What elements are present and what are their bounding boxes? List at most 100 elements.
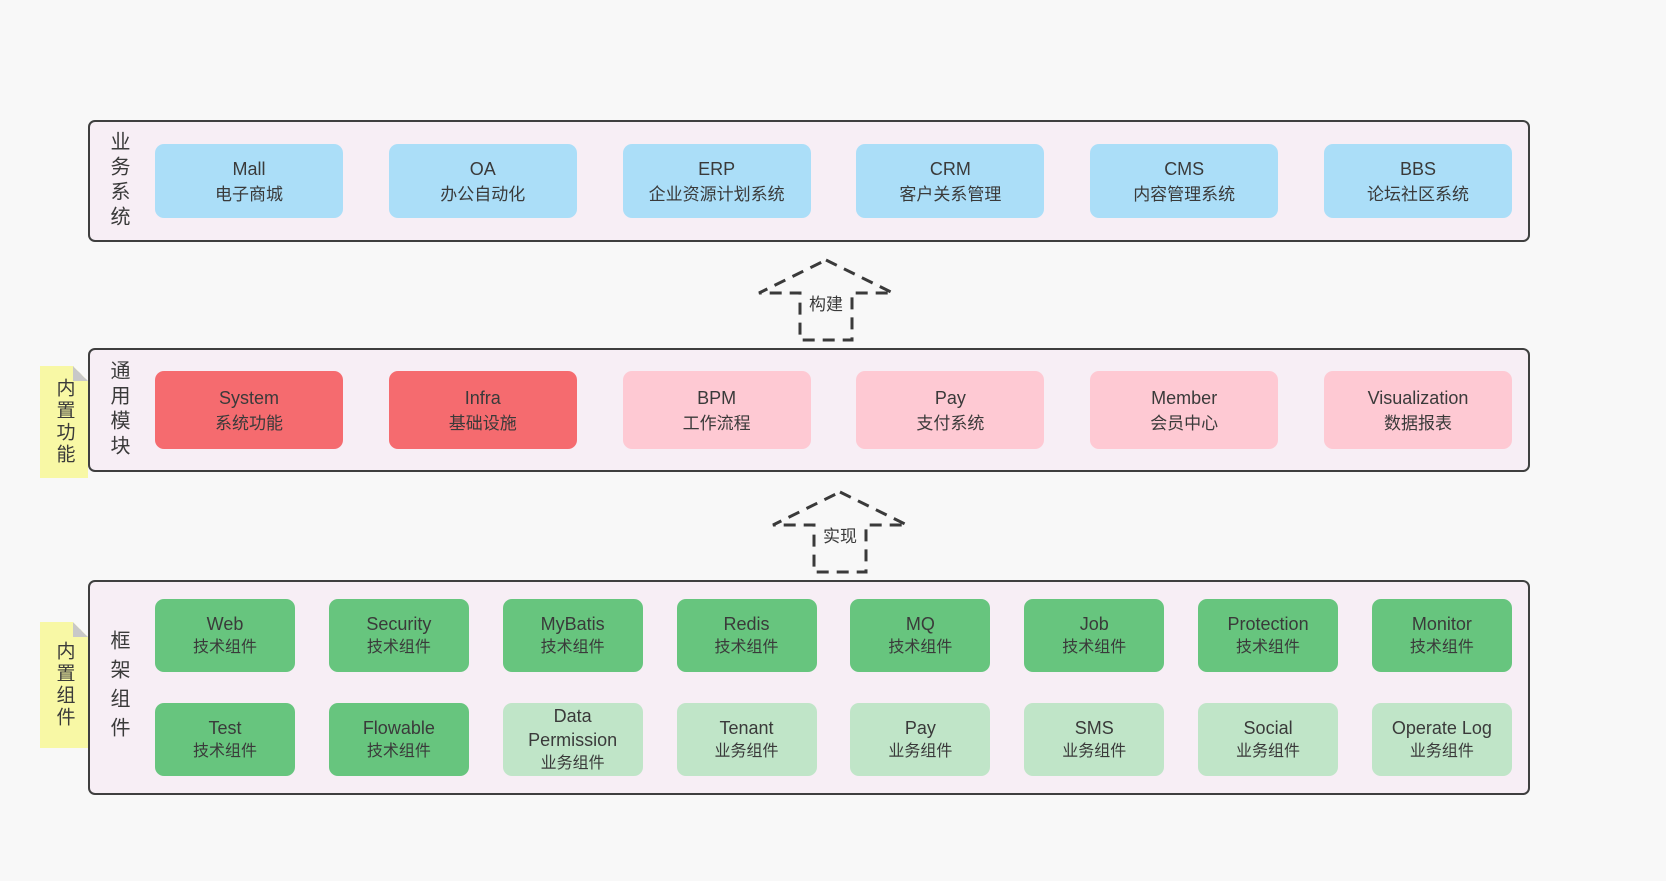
box-title: OA <box>469 158 496 179</box>
box-subtitle: 技术组件 <box>192 742 257 760</box>
box-social: Social 业务组件 <box>1198 703 1339 776</box>
box-bbs: BBS 论坛社区系统 <box>1323 144 1512 218</box>
box-crm: CRM 客户关系管理 <box>856 144 1045 218</box>
box-mq: MQ 技术组件 <box>850 599 991 672</box>
box-operate-log: Operate Log 业务组件 <box>1371 703 1512 776</box>
box-title: System <box>218 387 279 408</box>
implement-arrow-label: 实现 <box>819 522 861 547</box>
dashed-up-arrow-icon <box>772 490 908 574</box>
box-title: Pay <box>904 717 936 738</box>
box-title: ERP <box>698 158 736 179</box>
box-mall: Mall 电子商城 <box>155 144 343 218</box>
box-title: CMS <box>1164 158 1205 179</box>
box-title: SMS <box>1074 717 1114 738</box>
folded-corner-icon <box>73 366 88 381</box>
box-title: Tenant <box>719 717 774 738</box>
business-boxes: Mall 电子商城 OA 办公自动化 ERP 企业资源计划系统 CRM 客户关系… <box>155 144 1512 218</box>
box-subtitle: 数据报表 <box>1383 413 1452 433</box>
box-title: Monitor <box>1411 613 1472 634</box>
box-title: Visualization <box>1367 387 1469 408</box>
box-tenant: Tenant 业务组件 <box>676 703 817 776</box>
build-arrow-label: 构建 <box>805 290 847 315</box>
box-title: Flowable <box>362 717 435 738</box>
box-title: CRM <box>929 158 971 179</box>
box-web: Web 技术组件 <box>155 599 295 672</box>
box-bpm: BPM 工作流程 <box>622 371 811 449</box>
box-redis: Redis 技术组件 <box>676 599 817 672</box>
box-security: Security 技术组件 <box>328 599 469 672</box>
sticky-note-text: 内置组件 <box>53 641 75 729</box>
box-title: Infra <box>464 387 501 408</box>
box-subtitle: 业务组件 <box>540 754 605 772</box>
box-title: Mall <box>232 158 266 179</box>
box-subtitle: 业务组件 <box>888 742 953 760</box>
box-subtitle: 技术组件 <box>888 638 953 656</box>
box-subtitle: 技术组件 <box>192 638 257 656</box>
layer-common-modules: 通用模块 System 系统功能 Infra 基础设施 BPM 工作流程 Pay… <box>88 348 1530 472</box>
sticky-note-built-in-functions: 内置功能 <box>40 366 88 478</box>
box-subtitle: 技术组件 <box>1236 638 1301 656</box>
box-protection: Protection 技术组件 <box>1198 599 1339 672</box>
folded-corner-icon <box>73 622 88 637</box>
box-subtitle: 支付系统 <box>916 413 985 433</box>
box-title: BPM <box>697 387 737 408</box>
dashed-up-arrow-icon <box>758 258 894 342</box>
box-title: Pay <box>934 387 966 408</box>
layer-side-label: 业务系统 <box>107 131 129 231</box>
box-cms: CMS 内容管理系统 <box>1090 144 1279 218</box>
box-mybatis: MyBatis 技术组件 <box>502 599 643 672</box>
box-test: Test 技术组件 <box>155 703 295 776</box>
box-subtitle: 办公自动化 <box>440 184 526 204</box>
component-row-2: Test 技术组件 Flowable 技术组件 Data Permission … <box>155 703 1512 776</box>
framework-component-rows: Web 技术组件 Security 技术组件 MyBatis 技术组件 Redi… <box>155 599 1512 776</box>
box-pay-module: Pay 支付系统 <box>856 371 1045 449</box>
box-title: MQ <box>905 613 935 634</box>
layer-side-label: 框架组件 <box>107 629 129 746</box>
box-subtitle: 技术组件 <box>1409 638 1474 656</box>
box-subtitle: 工作流程 <box>682 413 751 433</box>
box-subtitle: 系统功能 <box>215 413 283 433</box>
box-subtitle: 论坛社区系统 <box>1366 184 1469 204</box>
box-subtitle: 业务组件 <box>1062 742 1127 760</box>
box-title: Test <box>208 717 242 738</box>
layer-framework-components: 框架组件 Web 技术组件 Security 技术组件 MyBatis 技术组件… <box>88 580 1530 795</box>
sticky-note-text: 内置功能 <box>53 378 75 466</box>
box-subtitle: 业务组件 <box>1236 742 1301 760</box>
box-oa: OA 办公自动化 <box>388 144 577 218</box>
box-system: System 系统功能 <box>155 371 343 449</box>
box-title: BBS <box>1399 158 1436 179</box>
box-member: Member 会员中心 <box>1090 371 1279 449</box>
box-subtitle: 技术组件 <box>1062 638 1127 656</box>
common-module-boxes: System 系统功能 Infra 基础设施 BPM 工作流程 Pay 支付系统… <box>155 371 1512 449</box>
box-title: Job <box>1079 613 1109 634</box>
box-data-permission: Data Permission 业务组件 <box>502 703 643 776</box>
box-sms: SMS 业务组件 <box>1024 703 1165 776</box>
box-subtitle: 会员中心 <box>1150 413 1219 433</box>
box-title: Redis <box>723 613 770 634</box>
box-title: Member <box>1151 387 1218 408</box>
box-title: MyBatis <box>540 613 605 634</box>
box-subtitle: 基础设施 <box>448 413 517 433</box>
box-job: Job 技术组件 <box>1024 599 1165 672</box>
box-erp: ERP 企业资源计划系统 <box>622 144 811 218</box>
box-subtitle: 业务组件 <box>1409 742 1474 760</box>
box-pay-component: Pay 业务组件 <box>850 703 991 776</box>
build-arrow: 构建 <box>756 257 896 343</box>
box-flowable: Flowable 技术组件 <box>328 703 469 776</box>
sticky-note-built-in-components: 内置组件 <box>40 622 88 748</box>
implement-arrow: 实现 <box>770 489 910 575</box>
box-subtitle: 业务组件 <box>714 742 779 760</box>
box-subtitle: 企业资源计划系统 <box>648 184 785 204</box>
box-title: Protection <box>1227 613 1309 634</box>
box-visualization: Visualization 数据报表 <box>1323 371 1512 449</box>
box-monitor: Monitor 技术组件 <box>1371 599 1512 672</box>
box-subtitle: 内容管理系统 <box>1133 184 1236 204</box>
box-subtitle: 客户关系管理 <box>899 184 1002 204</box>
box-subtitle: 技术组件 <box>366 742 431 760</box>
box-subtitle: 电子商城 <box>215 184 283 204</box>
box-title: Web <box>206 613 244 634</box>
box-subtitle: 技术组件 <box>540 638 605 656</box>
layer-business-systems: 业务系统 Mall 电子商城 OA 办公自动化 ERP 企业资源计划系统 CRM… <box>88 120 1530 242</box>
box-title: Social <box>1243 717 1293 738</box>
